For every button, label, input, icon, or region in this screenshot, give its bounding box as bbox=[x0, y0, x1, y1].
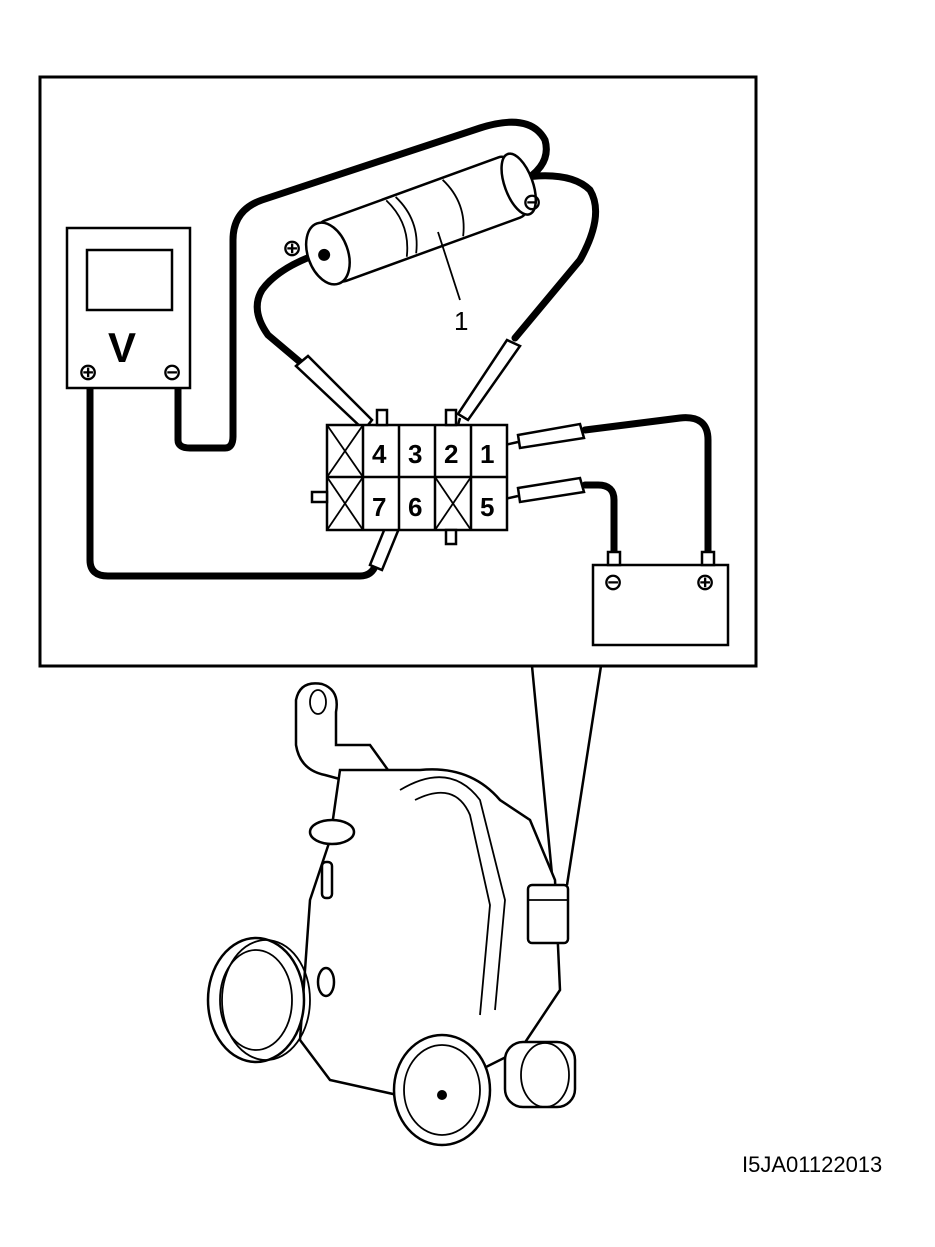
connector-pin-4: 4 bbox=[372, 439, 387, 469]
probe-pin-2 bbox=[453, 338, 522, 437]
component-cylinder bbox=[304, 152, 538, 286]
wire-voltmeter-negative bbox=[174, 384, 237, 452]
voltmeter-display bbox=[85, 248, 174, 312]
battery-negative-terminal: ⊖ bbox=[603, 569, 623, 596]
voltmeter-negative-terminal: ⊖ bbox=[162, 359, 182, 386]
wire-battery-positive bbox=[581, 414, 712, 556]
component-negative-terminal: ⊖ bbox=[522, 189, 542, 216]
connector-blank-cavity bbox=[326, 476, 364, 531]
connector-pin-6: 6 bbox=[408, 492, 422, 522]
connector: 4 3 2 1 7 6 5 bbox=[310, 408, 509, 546]
probe-pin-1 bbox=[499, 422, 586, 450]
component-positive-terminal: ⊕ bbox=[282, 235, 302, 262]
connector-blank-cavity bbox=[434, 476, 472, 531]
battery: ⊖ ⊕ bbox=[591, 550, 730, 647]
zoom-leader-lines bbox=[530, 665, 603, 886]
connector-pin-1: 1 bbox=[480, 439, 494, 469]
callout-number-1: 1 bbox=[454, 306, 468, 336]
connector-pin-3: 3 bbox=[408, 439, 422, 469]
connector-pin-5: 5 bbox=[480, 492, 494, 522]
voltmeter: V ⊕ ⊖ bbox=[65, 226, 192, 390]
connector-pin-7: 7 bbox=[372, 492, 386, 522]
connector-blank-cavity bbox=[326, 424, 364, 478]
wire-top-loop bbox=[229, 118, 550, 440]
voltmeter-label: V bbox=[108, 324, 136, 371]
callout-leader-1 bbox=[437, 231, 461, 301]
device-illustration bbox=[206, 682, 577, 1147]
wire-component-negative bbox=[511, 172, 600, 342]
detail-frame bbox=[38, 75, 758, 668]
figure-code: I5JA01122013 bbox=[742, 1152, 882, 1177]
voltmeter-positive-terminal: ⊕ bbox=[78, 359, 98, 386]
battery-positive-terminal: ⊕ bbox=[695, 569, 715, 596]
probe-pin-5 bbox=[499, 476, 586, 504]
wire-battery-negative bbox=[581, 481, 618, 556]
connector-pin-2: 2 bbox=[444, 439, 458, 469]
wire-voltmeter-positive bbox=[86, 384, 380, 580]
wire-component-positive bbox=[253, 246, 334, 366]
